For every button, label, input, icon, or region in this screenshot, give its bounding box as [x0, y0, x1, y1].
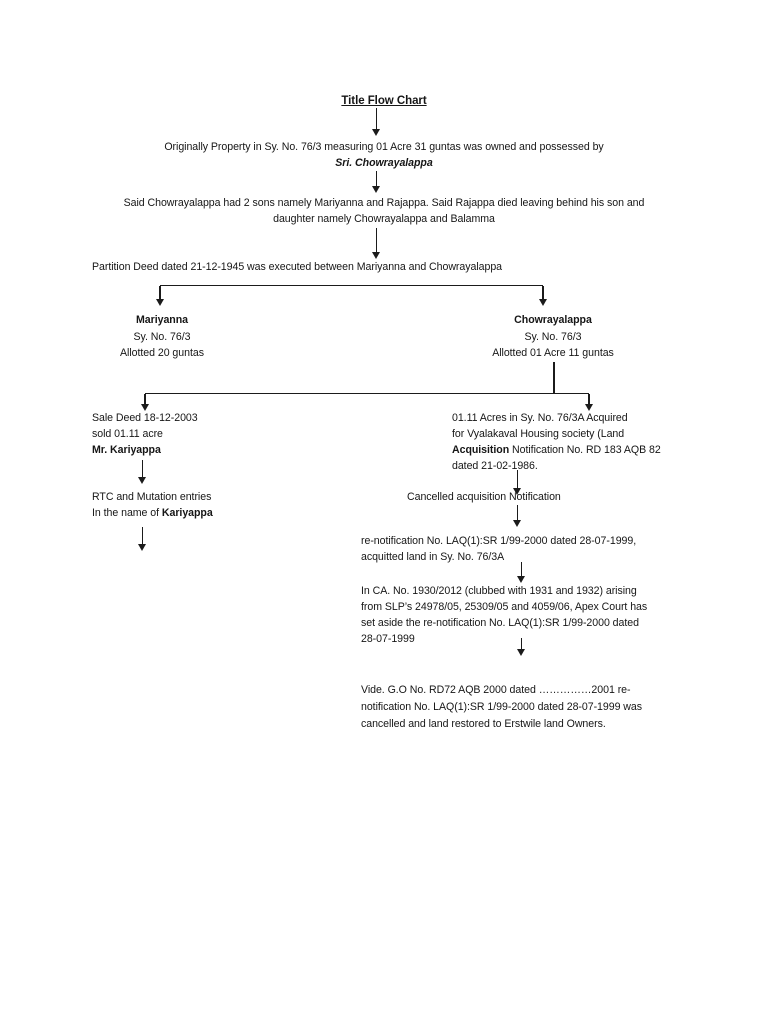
node-rtc-line2-prefix: In the name of — [92, 507, 162, 519]
branch-stub-right — [584, 394, 594, 411]
node-acquisition-line3: Acquisition Notification No. RD 183 AQB … — [452, 442, 661, 458]
node-vide-line2: notification No. LAQ(1):SR 1/99-2000 dat… — [361, 701, 642, 713]
arrow-head — [517, 576, 525, 583]
arrow-head — [372, 252, 380, 259]
branch-stub-left — [155, 286, 165, 306]
node-rtc-line2: In the name of Kariyappa — [92, 505, 213, 521]
arrow-shaft — [375, 228, 378, 253]
node-acquisition-line3-bold: Acquisition — [452, 444, 510, 456]
arrow-head — [513, 520, 521, 527]
arrow-shaft — [141, 527, 144, 545]
arrow-shaft — [144, 394, 146, 405]
node-origin: Originally Property in Sy. No. 76/3 meas… — [0, 139, 768, 171]
node-sale-deed: Sale Deed 18-12-2003 sold 01.11 acre Mr.… — [92, 410, 198, 458]
node-sons-line1: Said Chowrayalappa had 2 sons namely Mar… — [123, 197, 645, 209]
node-renotification-line1: re-notification No. LAQ(1):SR 1/99-2000 … — [361, 535, 637, 547]
node-sons-line2: daughter namely Chowrayalappa and Balamm… — [273, 213, 495, 225]
node-apex-court: In CA. No. 1930/2012 (clubbed with 1931 … — [361, 583, 647, 647]
node-acquisition: 01.11 Acres in Sy. No. 76/3A Acquired fo… — [452, 410, 661, 474]
flow-arrow-down — [513, 505, 522, 527]
node-chowrayalappa-allotment: Allotted 01 Acre 11 guntas — [492, 347, 614, 359]
node-acquisition-line1: 01.11 Acres in Sy. No. 76/3A Acquired — [452, 412, 628, 424]
flow-arrow-down — [138, 460, 147, 484]
node-origin-line1: Originally Property in Sy. No. 76/3 meas… — [164, 141, 604, 153]
arrow-head — [138, 477, 146, 484]
branch-connector — [155, 285, 547, 306]
arrow-head — [138, 544, 146, 551]
node-sale-deed-line1: Sale Deed 18-12-2003 — [92, 412, 198, 424]
flow-arrow-down — [138, 527, 147, 551]
arrow-head — [517, 649, 525, 656]
arrow-shaft — [542, 286, 544, 300]
flow-arrow-down — [513, 470, 522, 495]
node-sons: Said Chowrayalappa had 2 sons namely Mar… — [0, 195, 768, 227]
node-rtc-line2-name: Kariyappa — [161, 507, 213, 519]
node-origin-owner: Sri. Chowrayalappa — [335, 157, 433, 169]
branch-stub-left — [140, 394, 150, 411]
arrow-head — [372, 129, 380, 136]
node-mariyanna: Mariyanna Sy. No. 76/3 Allotted 20 gunta… — [62, 312, 262, 362]
node-acquisition-line4: dated 21-02-1986. — [452, 460, 538, 472]
flowchart-title: Title Flow Chart — [341, 95, 427, 107]
node-vide-line1: Vide. G.O No. RD72 AQB 2000 dated ……………2… — [361, 684, 631, 696]
node-sale-deed-buyer: Mr. Kariyappa — [92, 444, 161, 456]
flow-arrow-down — [372, 171, 381, 193]
arrow-head — [584, 404, 593, 411]
node-renotification: re-notification No. LAQ(1):SR 1/99-2000 … — [361, 533, 636, 565]
node-apex-line1: In CA. No. 1930/2012 (clubbed with 1931 … — [361, 585, 637, 597]
node-rtc-line1: RTC and Mutation entries — [92, 491, 212, 503]
node-chowrayalappa-survey: Sy. No. 76/3 — [524, 330, 582, 343]
connector-line — [553, 362, 555, 393]
arrow-shaft — [516, 505, 519, 521]
arrow-shaft — [588, 394, 590, 405]
flow-arrow-down — [517, 638, 526, 656]
node-apex-line2: from SLP’s 24978/05, 25309/05 and 4059/0… — [361, 601, 648, 613]
node-mariyanna-name: Mariyanna — [136, 314, 188, 326]
node-rtc: RTC and Mutation entries In the name of … — [92, 489, 213, 521]
node-apex-line4: 28-07-1999 — [361, 633, 415, 645]
node-vide-line3: cancelled and land restored to Erstwile … — [361, 718, 606, 730]
branch-connector — [140, 393, 593, 411]
node-chowrayalappa: Chowrayalappa Sy. No. 76/3 Allotted 01 A… — [453, 312, 653, 362]
arrow-shaft — [141, 460, 144, 478]
arrow-shaft — [516, 470, 519, 489]
node-partition-deed: Partition Deed dated 21-12-1945 was exec… — [92, 261, 503, 273]
flow-arrow-down — [372, 228, 381, 259]
node-renotification-line2: acquitted land in Sy. No. 76/3A — [361, 551, 505, 563]
arrow-head — [538, 299, 547, 306]
arrow-head — [155, 299, 164, 306]
node-mariyanna-allotment: Allotted 20 guntas — [120, 347, 204, 359]
arrow-shaft — [520, 638, 523, 650]
arrow-head — [372, 186, 380, 193]
node-mariyanna-survey: Sy. No. 76/3 — [133, 330, 191, 343]
arrow-head — [140, 404, 149, 411]
node-cancelled-acquisition: Cancelled acquisition Notification — [407, 491, 561, 503]
arrow-shaft — [159, 286, 161, 300]
flow-arrow-down — [517, 562, 526, 583]
node-acquisition-line3-rest: Notification No. RD 183 AQB 82 — [509, 444, 661, 456]
node-vide-go: Vide. G.O No. RD72 AQB 2000 dated ……………2… — [361, 682, 642, 733]
arrow-shaft — [375, 108, 378, 130]
arrow-shaft — [520, 562, 523, 577]
node-sale-deed-line2: sold 01.11 acre — [92, 428, 163, 440]
node-apex-line3: set aside the re-notification No. LAQ(1)… — [361, 617, 639, 629]
node-chowrayalappa-name: Chowrayalappa — [514, 314, 592, 326]
arrow-shaft — [375, 171, 378, 187]
flow-arrow-down — [372, 108, 381, 136]
arrow-head — [513, 488, 521, 495]
branch-stub-right — [538, 286, 548, 306]
node-acquisition-line2: for Vyalakaval Housing society (Land — [452, 428, 625, 440]
